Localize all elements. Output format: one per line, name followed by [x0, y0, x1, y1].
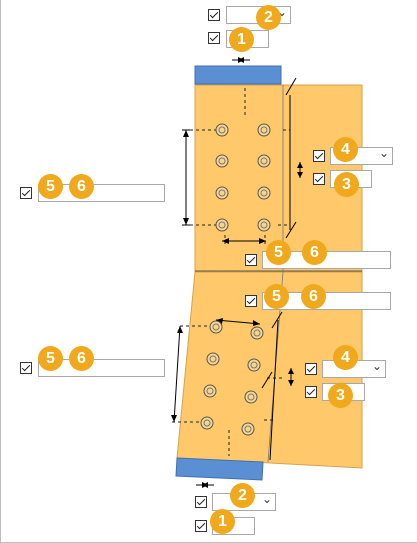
bolt-hole-icon [218, 157, 226, 165]
bolt-icon [257, 123, 271, 137]
bolt-hole-icon [260, 221, 268, 229]
bolt-icon [215, 123, 229, 137]
bolt-hole-icon [260, 189, 268, 197]
bolt-icon [200, 416, 214, 430]
badge-three: 3 [334, 172, 359, 197]
badge-five: 5 [266, 240, 291, 265]
bolt-icon [257, 186, 271, 200]
badge-five: 5 [38, 346, 63, 371]
bolt-icon [244, 390, 258, 404]
top-field-1-checkbox[interactable] [208, 32, 220, 44]
bolt-icon [215, 186, 229, 200]
mid-field-5-6-b-checkbox[interactable] [245, 295, 257, 307]
bolt-hole-icon [218, 189, 226, 197]
bolt-hole-icon [206, 387, 214, 395]
bolt-icon [215, 218, 229, 232]
bottom-dropdown-2-checkbox[interactable] [195, 496, 207, 508]
badge-one: 1 [229, 27, 254, 52]
right-lower-field-3-checkbox[interactable] [305, 386, 317, 398]
badge-six: 6 [301, 284, 326, 309]
bolt-hole-icon [218, 126, 226, 134]
right-lower-dropdown-4-checkbox[interactable] [305, 363, 317, 375]
right-upper-field-3-checkbox[interactable] [313, 173, 325, 185]
bolt-hole-icon [209, 355, 217, 363]
badge-four: 4 [333, 137, 358, 162]
bolt-hole-icon [212, 323, 220, 331]
badge-one: 1 [210, 509, 235, 534]
badge-two: 2 [256, 5, 281, 30]
badge-six: 6 [69, 346, 94, 371]
badge-six: 6 [69, 174, 94, 199]
lower-flange [175, 457, 264, 481]
upper-flange [194, 65, 282, 85]
bolt-icon [257, 154, 271, 168]
bolt-icon [206, 352, 220, 366]
left-upper-field-5-6-checkbox[interactable] [20, 187, 32, 199]
right-upper-dropdown-4-checkbox[interactable] [313, 150, 325, 162]
mid-field-5-6-a-checkbox[interactable] [245, 254, 257, 266]
bolt-group [200, 123, 271, 436]
bolt-icon [215, 154, 229, 168]
bolt-hole-icon [253, 329, 261, 337]
bolt-icon [250, 326, 264, 340]
bottom-field-1-checkbox[interactable] [195, 520, 207, 532]
badge-three: 3 [328, 383, 353, 408]
bolt-hole-icon [260, 126, 268, 134]
bolt-hole-icon [203, 419, 211, 427]
bolt-icon [209, 320, 223, 334]
bolt-icon [257, 218, 271, 232]
bolt-hole-icon [247, 393, 255, 401]
mid-field-5-6-b-input[interactable] [262, 292, 391, 310]
bolt-hole-icon [218, 221, 226, 229]
bolt-hole-icon [244, 425, 252, 433]
bolt-icon [241, 422, 255, 436]
bolt-hole-icon [250, 361, 258, 369]
bolt-icon [203, 384, 217, 398]
badge-five: 5 [264, 284, 289, 309]
left-lower-field-5-6-checkbox[interactable] [20, 362, 32, 374]
bolt-hole-icon [260, 157, 268, 165]
bolt-icon [247, 358, 261, 372]
badge-six: 6 [302, 240, 327, 265]
badge-five: 5 [38, 174, 63, 199]
top-dropdown-2-checkbox[interactable] [208, 9, 220, 21]
badge-two: 2 [230, 483, 255, 508]
badge-four: 4 [333, 345, 358, 370]
